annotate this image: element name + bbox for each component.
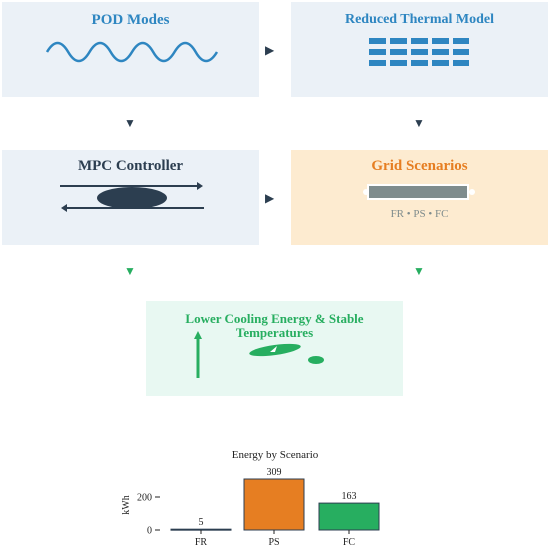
grid-blocks-icon xyxy=(369,38,469,66)
arrow-right-2: ▶ xyxy=(265,191,275,205)
mpc-controller-node: MPC Controller xyxy=(2,150,259,245)
x-tick-label-fc: FC xyxy=(343,537,356,548)
reduced-thermal-model-title: Reduced Thermal Model xyxy=(344,12,495,27)
scenario-bar-icon xyxy=(363,184,475,200)
sine-wave-icon xyxy=(45,41,219,63)
controller-loop-icon xyxy=(60,182,204,212)
chart-title: Energy by Scenario xyxy=(232,449,319,461)
y-axis-label: kWh xyxy=(121,495,132,514)
bar-fc xyxy=(318,502,380,531)
arrow-down-2: ▼ xyxy=(413,116,425,130)
x-tick-label-ps: PS xyxy=(268,537,279,548)
arrow-down-4: ▼ xyxy=(413,264,425,278)
reduced-thermal-model-node: Reduced Thermal Model xyxy=(291,2,548,97)
cooling-trend-icon xyxy=(194,331,324,378)
x-tick-label-fr: FR xyxy=(195,537,208,548)
mpc-controller-title: MPC Controller xyxy=(77,158,184,174)
grid-scenarios-title: Grid Scenarios xyxy=(371,158,468,174)
arrow-right-1: ▶ xyxy=(265,43,275,57)
outcome-node: Lower Cooling Energy & Stable Temperatur… xyxy=(146,301,403,396)
outcome-title: Lower Cooling Energy & Stable Temperatur… xyxy=(185,311,364,340)
data-label-ps: 309 xyxy=(267,467,282,478)
y-tick-label-200: 200 xyxy=(137,492,152,503)
pod-modes-node: POD Modes xyxy=(2,2,259,97)
data-label-fc: 163 xyxy=(342,491,357,502)
arrow-down-3: ▼ xyxy=(124,264,136,278)
pod-modes-title: POD Modes xyxy=(91,12,170,28)
grid-scenarios-node: Grid Scenarios FR • PS • FC xyxy=(291,150,548,245)
bar-ps xyxy=(243,478,305,531)
grid-scenarios-subtitle: FR • PS • FC xyxy=(390,208,449,220)
y-tick-label-0: 0 xyxy=(147,526,152,537)
data-label-fr: 5 xyxy=(199,517,204,528)
arrow-down-1: ▼ xyxy=(124,116,136,130)
